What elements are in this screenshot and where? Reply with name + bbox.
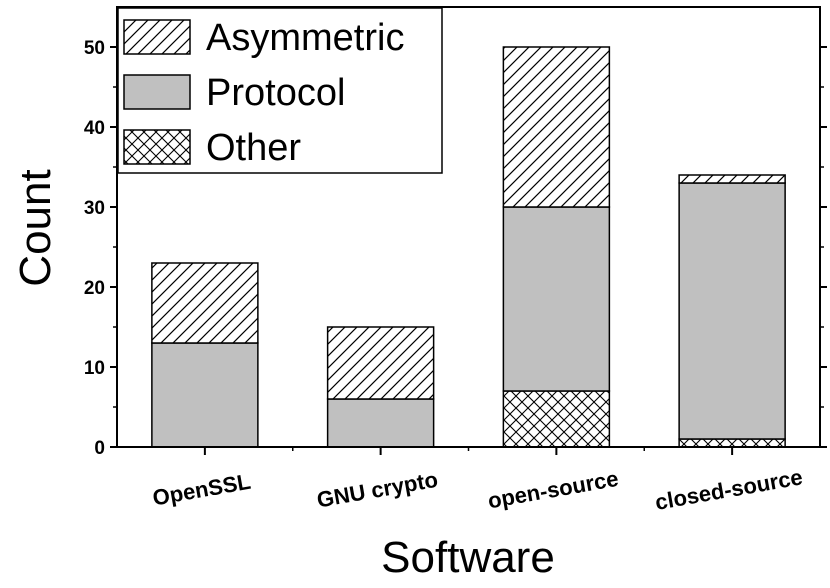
bars-layer [151, 46, 786, 448]
y-tick-label: 20 [84, 278, 105, 299]
bar-asymmetric-0 [151, 262, 259, 344]
bar-asymmetric-1 [326, 326, 435, 400]
x-tick-label: GNU crypto [315, 467, 440, 513]
x-axis-title: Software [381, 533, 555, 582]
y-tick-label: 10 [84, 358, 105, 379]
bar-protocol-1 [326, 398, 435, 448]
legend-swatch-protocol [123, 74, 191, 110]
bar-asymmetric-3 [678, 174, 786, 184]
legend-label-protocol: Protocol [206, 72, 345, 114]
x-tick-label: OpenSSL [151, 469, 253, 511]
bar-protocol-0 [151, 342, 259, 448]
bar-other-3 [678, 438, 786, 448]
x-tick-label: open-source [486, 466, 620, 514]
y-tick-label: 50 [84, 38, 105, 59]
x-tick-label: closed-source [653, 464, 804, 515]
legend-label-asymmetric: Asymmetric [206, 17, 404, 59]
y-tick-label: 40 [84, 118, 105, 139]
y-tick-label: 30 [84, 198, 105, 219]
bar-protocol-2 [502, 206, 611, 392]
legend-label-other: Other [206, 127, 301, 169]
bar-asymmetric-2 [502, 46, 611, 208]
bar-protocol-3 [678, 182, 786, 440]
bar-other-2 [502, 390, 611, 448]
legend-swatch-other [123, 129, 191, 165]
y-tick-label: 0 [94, 438, 105, 459]
legend-swatch-asymmetric [123, 19, 191, 55]
y-axis-title: Count [11, 169, 60, 286]
